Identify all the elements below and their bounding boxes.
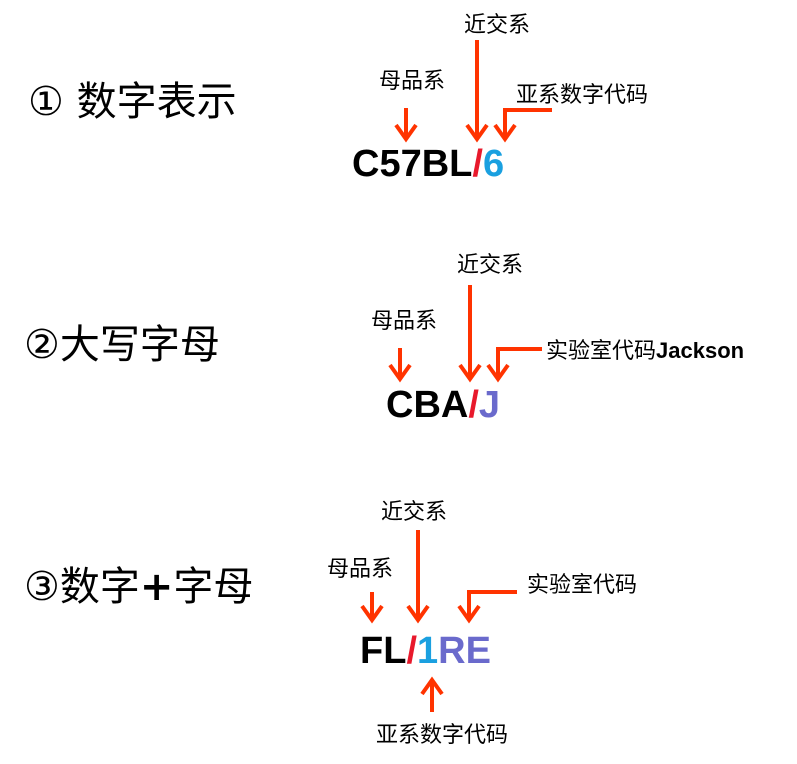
section-3-strain-code: FL/1RE [360, 630, 491, 672]
section-1-slash: / [472, 143, 483, 185]
section-3-heading-b: 字母 [173, 564, 253, 610]
section-3-heading: ③数字+字母 [24, 564, 253, 610]
section-3-inbred-label: 近交系 [381, 500, 447, 525]
section-2-arrows [388, 285, 542, 383]
section-3-substrain-arrow [420, 676, 444, 712]
section-1-digit-code: 6 [483, 143, 504, 185]
section-2-letter-code: J [479, 384, 500, 426]
section-3-digit-code: 1 [417, 630, 438, 672]
section-2-heading: ②大写字母 [24, 322, 220, 368]
section-2-inbred-arrow [458, 285, 482, 383]
section-3-arrows [360, 530, 517, 712]
section-2-slash: / [468, 384, 479, 426]
section-1-substrain-arrow [493, 108, 552, 143]
section-2-lab-label-en: Jackson [656, 338, 744, 363]
section-2-lab-arrow [486, 347, 542, 383]
section-3-heading-a: ③数字 [24, 564, 140, 610]
section-3-letter-code: RE [438, 630, 491, 672]
section-3-maternal-label: 母品系 [327, 557, 393, 582]
section-2-lab-label: 实验室代码Jackson [546, 338, 744, 364]
section-2-lab-label-cn: 实验室代码 [546, 339, 656, 364]
section-1-strain-code: C57BL/6 [352, 143, 504, 185]
section-1-maternal-arrow [394, 108, 418, 143]
section-3-slash: / [406, 630, 417, 672]
section-2-maternal-label: 母品系 [371, 309, 437, 334]
section-2-maternal-arrow [388, 348, 412, 383]
section-3-strain: FL [360, 630, 406, 672]
section-3-maternal-arrow [360, 592, 384, 624]
section-1-strain: C57BL [352, 143, 472, 185]
section-1-inbred-arrow [465, 40, 489, 143]
section-1-inbred-label: 近交系 [464, 13, 530, 38]
section-2-strain: CBA [386, 384, 468, 426]
section-3-heading-plus: + [140, 564, 174, 610]
section-1-heading: ① 数字表示 [28, 79, 237, 125]
section-2-inbred-label: 近交系 [457, 253, 523, 278]
section-1-arrows [394, 40, 552, 143]
section-3-lab-label: 实验室代码 [527, 573, 637, 598]
section-2-strain-code: CBA/J [386, 384, 500, 426]
section-3-inbred-arrow [406, 530, 430, 624]
section-1-maternal-label: 母品系 [379, 69, 445, 94]
section-3-substrain-label: 亚系数字代码 [376, 723, 508, 748]
section-1-substrain-label: 亚系数字代码 [516, 83, 648, 108]
section-3-lab-arrow [457, 590, 517, 624]
